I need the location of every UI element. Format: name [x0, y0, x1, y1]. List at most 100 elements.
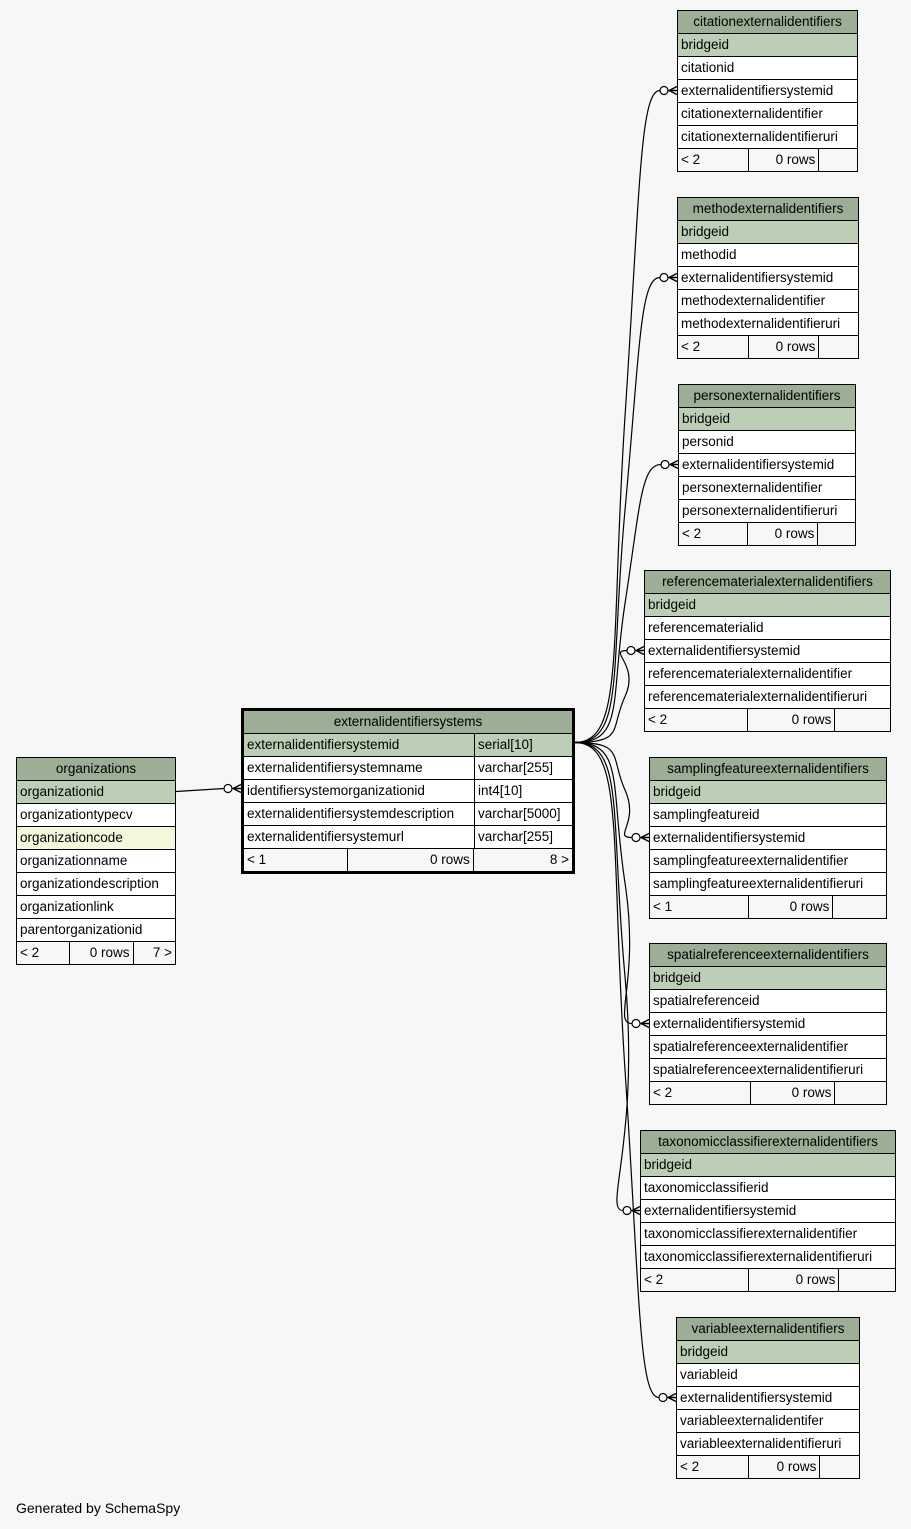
column-row[interactable]: citationid — [678, 57, 857, 80]
column-row[interactable]: personid — [679, 431, 855, 454]
column-row[interactable]: referencematerialid — [645, 617, 890, 640]
column-row[interactable]: citationexternalidentifier — [678, 103, 857, 126]
children-count[interactable] — [819, 1456, 859, 1478]
children-count[interactable] — [838, 1269, 895, 1291]
column-row[interactable]: parentorganizationid — [17, 919, 175, 942]
row-count: 0 rows — [748, 336, 818, 358]
parents-count[interactable]: < 1 — [653, 899, 673, 914]
column-row[interactable]: externalidentifiersystemid — [650, 1013, 886, 1036]
parents-count[interactable]: < 2 — [681, 339, 701, 354]
column-row[interactable]: samplingfeatureexternalidentifier — [650, 850, 886, 873]
children-count[interactable] — [817, 523, 855, 545]
column-row[interactable]: taxonomicclassifierid — [641, 1177, 895, 1200]
children-count[interactable] — [834, 1082, 886, 1104]
parents-count[interactable]: < 1 — [247, 852, 267, 867]
column-row[interactable]: referencematerialexternalidentifier — [645, 663, 890, 686]
column-row[interactable]: referencematerialexternalidentifieruri — [645, 686, 890, 709]
column-name: bridgeid — [680, 1344, 729, 1359]
column-row[interactable]: externalidentifiersystemid — [677, 1387, 859, 1410]
column-row[interactable]: externalidentifiersystemid — [641, 1200, 895, 1223]
column-row[interactable]: organizationtypecv — [17, 804, 175, 827]
column-row[interactable]: organizationname — [17, 850, 175, 873]
parents-count[interactable]: < 2 — [680, 1459, 700, 1474]
table-variableexternalidentifiers[interactable]: variableexternalidentifiers bridgeid varia… — [676, 1317, 860, 1479]
column-row[interactable]: externalidentifiersystemid — [678, 80, 857, 103]
table-title[interactable]: referencematerialexternalidentifiers — [645, 571, 890, 594]
column-row[interactable]: spatialreferenceid — [650, 990, 886, 1013]
children-count[interactable]: 8 > — [472, 849, 572, 871]
column-row[interactable]: spatialreferenceexternalidentifieruri — [650, 1059, 886, 1082]
parents-count[interactable]: < 2 — [653, 1085, 673, 1100]
column-row[interactable]: citationexternalidentifieruri — [678, 126, 857, 149]
column-row[interactable]: samplingfeatureid — [650, 804, 886, 827]
table-title[interactable]: personexternalidentifiers — [679, 385, 855, 408]
children-count[interactable] — [818, 149, 857, 171]
column-row[interactable]: taxonomicclassifierexternalidentifieruri — [641, 1246, 895, 1269]
column-row[interactable]: organizationdescription — [17, 873, 175, 896]
table-title[interactable]: citationexternalidentifiers — [678, 11, 857, 34]
column-row[interactable]: variableid — [677, 1364, 859, 1387]
column-row[interactable]: variableexternalidentifer — [677, 1410, 859, 1433]
parents-count[interactable]: < 2 — [681, 152, 701, 167]
parents-count[interactable]: < 2 — [648, 712, 668, 727]
children-count[interactable]: 7 > — [132, 942, 175, 964]
table-title[interactable]: samplingfeatureexternalidentifiers — [650, 758, 886, 781]
column-row[interactable]: bridgeid — [650, 781, 886, 804]
table-title[interactable]: taxonomicclassifierexternalidentifiers — [641, 1131, 895, 1154]
column-name: organizationname — [20, 853, 128, 868]
column-row[interactable]: organizationlink — [17, 896, 175, 919]
column-row[interactable]: bridgeid — [650, 967, 886, 990]
column-row[interactable]: spatialreferenceexternalidentifier — [650, 1036, 886, 1059]
children-count[interactable] — [818, 336, 858, 358]
column-row[interactable]: organizationcode — [17, 827, 175, 850]
column-row[interactable]: bridgeid — [679, 408, 855, 431]
column-row[interactable]: externalidentifiersystemid — [679, 454, 855, 477]
row-count: 0 rows — [750, 1082, 834, 1104]
column-row[interactable]: externalidentifiersystemid — [645, 640, 890, 663]
children-count[interactable] — [834, 709, 890, 731]
table-footer: < 2 0 rows — [650, 1082, 886, 1104]
table-title[interactable]: methodexternalidentifiers — [678, 198, 858, 221]
column-row[interactable]: externalidentifiersystemid — [678, 267, 858, 290]
parents-count[interactable]: < 2 — [20, 945, 40, 960]
column-row[interactable]: samplingfeatureexternalidentifieruri — [650, 873, 886, 896]
column-row[interactable]: personexternalidentifieruri — [679, 500, 855, 523]
column-row[interactable]: bridgeid — [678, 221, 858, 244]
column-row[interactable]: externalidentifiersystemid — [650, 827, 886, 850]
column-row[interactable]: bridgeid — [678, 34, 857, 57]
column-row[interactable]: variableexternalidentifieruri — [677, 1433, 859, 1456]
column-row[interactable]: organizationid — [17, 781, 175, 804]
column-name: citationexternalidentifier — [681, 106, 823, 121]
children-count[interactable] — [832, 896, 886, 918]
parents-count[interactable]: < 2 — [644, 1272, 664, 1287]
column-name: variableid — [680, 1367, 738, 1382]
column-row[interactable]: methodid — [678, 244, 858, 267]
column-row[interactable]: methodexternalidentifier — [678, 290, 858, 313]
column-row[interactable]: bridgeid — [677, 1341, 859, 1364]
column-row[interactable]: methodexternalidentifieruri — [678, 313, 858, 336]
column-row[interactable]: bridgeid — [641, 1154, 895, 1177]
column-row[interactable]: bridgeid — [645, 594, 890, 617]
column-row[interactable]: taxonomicclassifierexternalidentifier — [641, 1223, 895, 1246]
table-title[interactable]: organizations — [17, 758, 175, 781]
table-title[interactable]: variableexternalidentifiers — [677, 1318, 859, 1341]
table-title[interactable]: spatialreferenceexternalidentifiers — [650, 944, 886, 967]
column-row[interactable]: personexternalidentifier — [679, 477, 855, 500]
table-title[interactable]: externalidentifiersystems — [244, 711, 572, 734]
parents-count[interactable]: < 2 — [682, 526, 702, 541]
